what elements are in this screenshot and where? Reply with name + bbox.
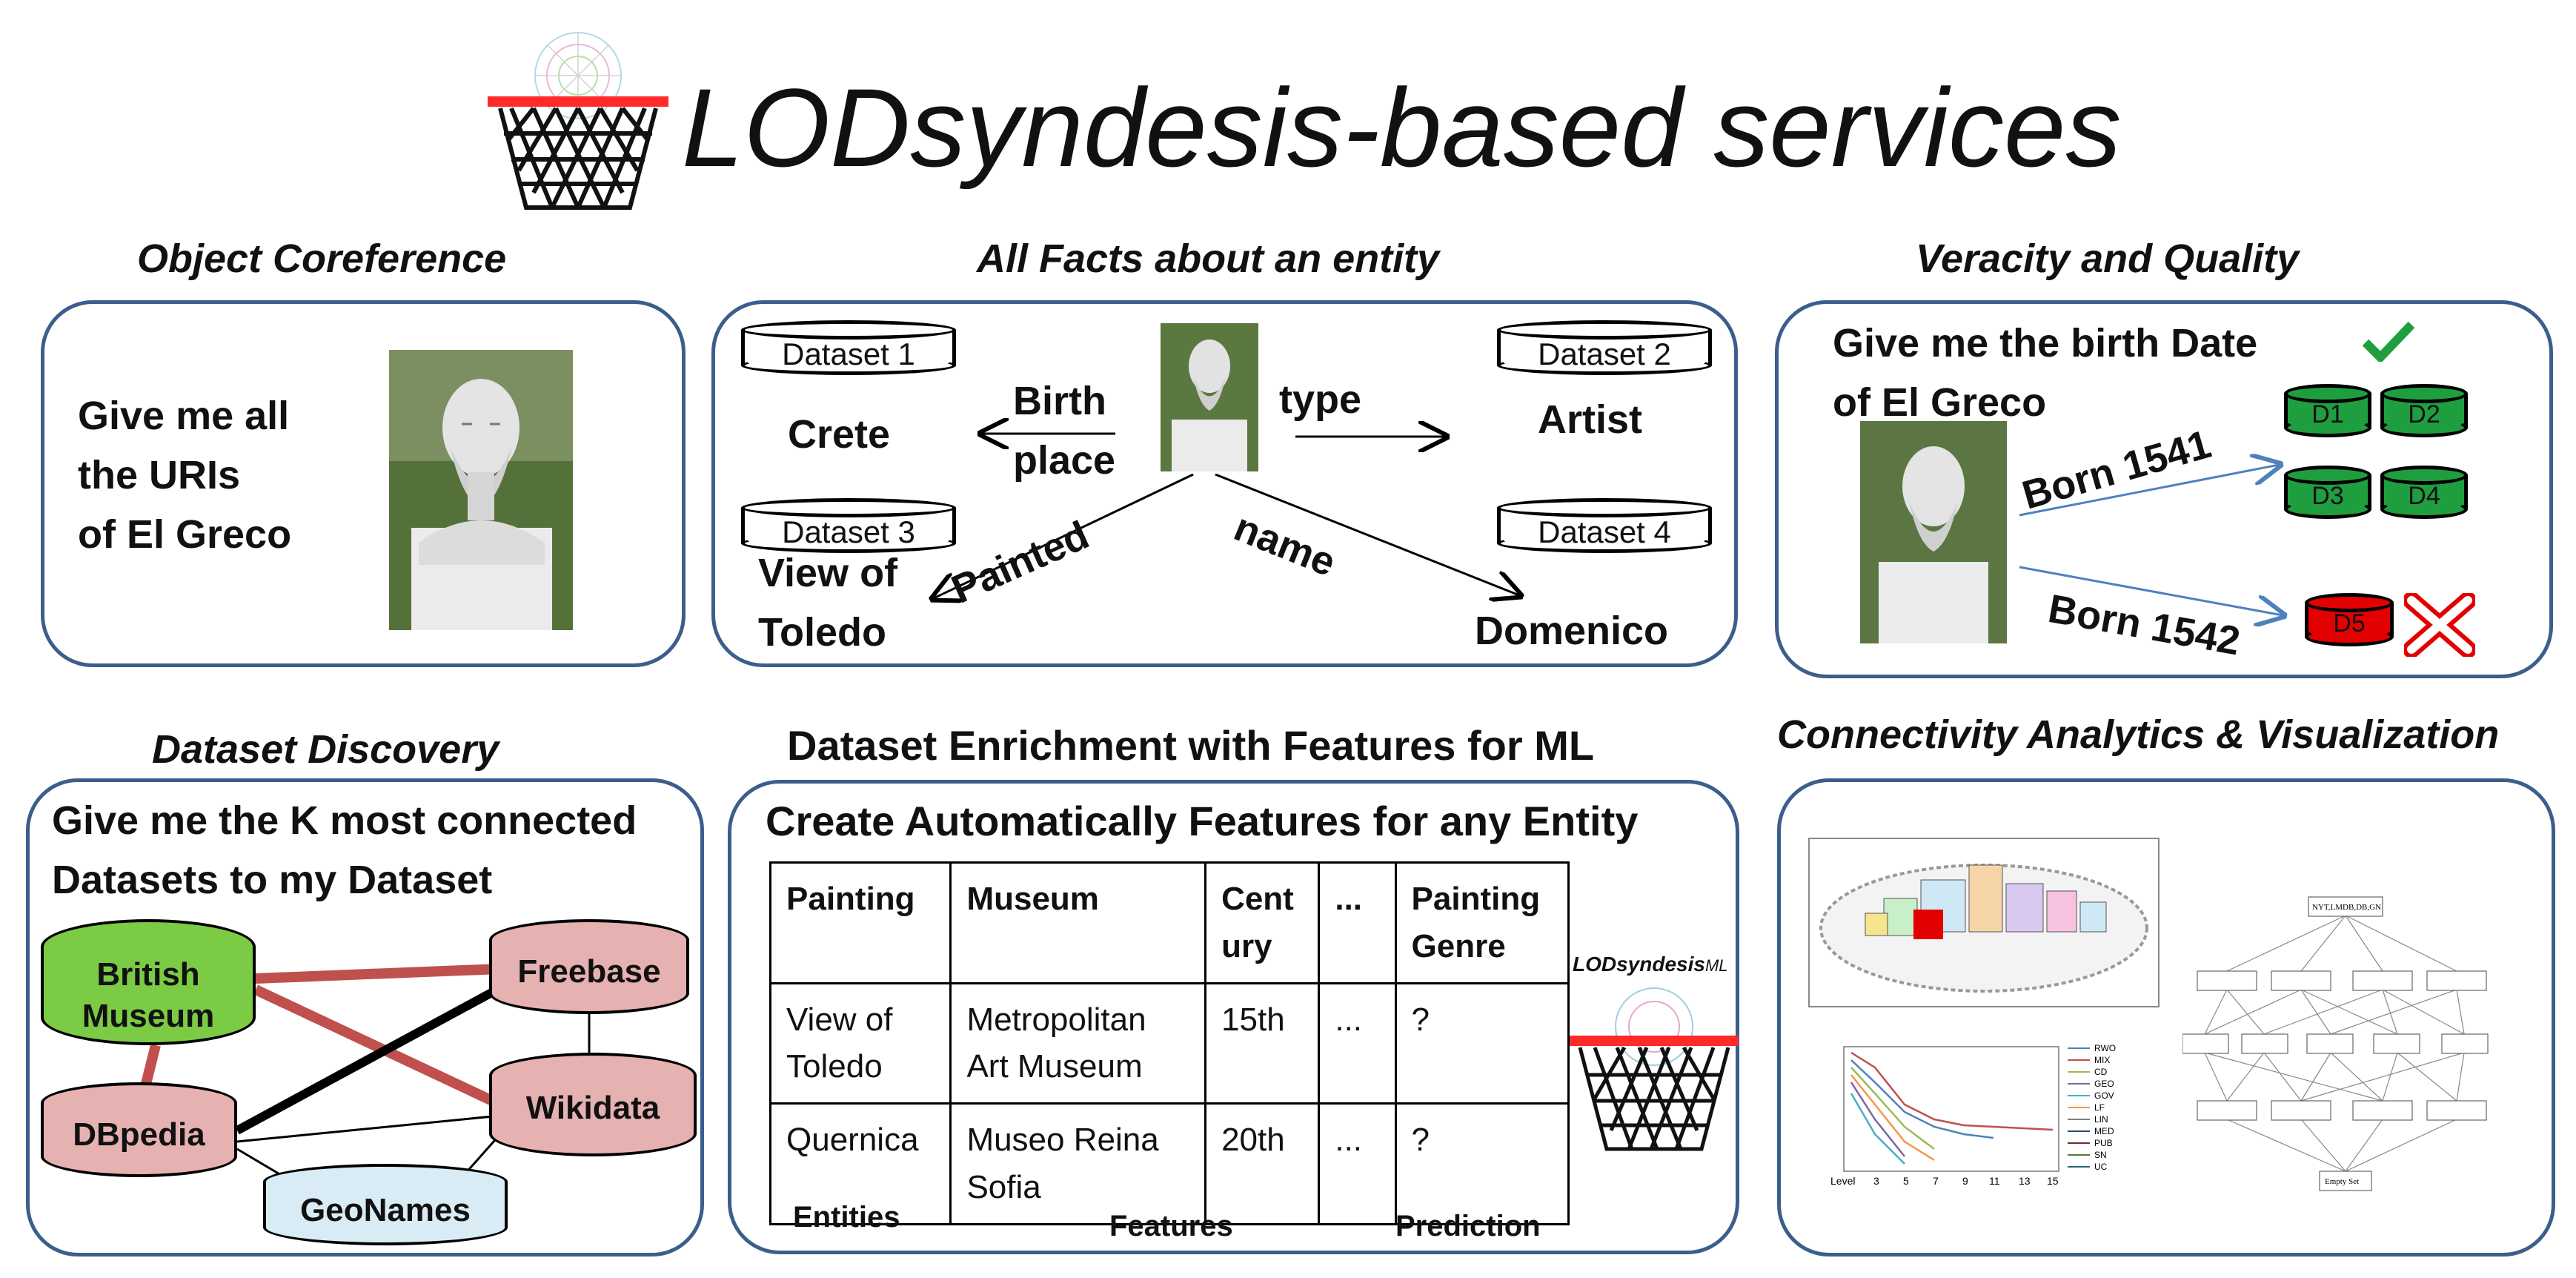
- svg-text:MED: MED: [2094, 1126, 2114, 1136]
- edge-dbpedia-freebase: [235, 981, 506, 1135]
- discovery-query-line2: Datasets to my Dataset: [52, 858, 493, 902]
- svg-text:7: 7: [1933, 1175, 1939, 1187]
- svg-text:5: 5: [1903, 1175, 1909, 1187]
- edge-dbpedia-wikidata: [236, 1114, 501, 1143]
- coreference-query-line2: the URIs: [78, 453, 241, 497]
- value-artist: Artist: [1538, 397, 1643, 442]
- edge-painted: [934, 473, 1194, 598]
- coreference-query-line1: Give me all: [78, 394, 290, 438]
- node-freebase: Freebase: [489, 919, 689, 1014]
- dataset-2-label: Dataset 2: [1538, 337, 1671, 371]
- chart-legend: RWO MIX CD GEO GOV LF LIN MED PUB SN UC: [2094, 1043, 2116, 1172]
- lodsyndesis-ml-logo: LODsyndesisML: [1570, 953, 1739, 1160]
- svg-text:11: 11: [1989, 1175, 2000, 1187]
- entity-bust-image: [1161, 323, 1258, 471]
- logo-hoop-icon: [482, 22, 674, 215]
- source-d2: D2: [2380, 384, 2468, 437]
- edge-british-freebase: [255, 964, 501, 984]
- header-painting: Painting: [769, 861, 952, 984]
- value-crete: Crete: [788, 412, 891, 457]
- dataset-3-label: Dataset 3: [782, 514, 915, 549]
- value-view-of: View of: [758, 551, 898, 595]
- object-coreference-panel: [41, 300, 686, 667]
- claim-arrow-1541: [2019, 465, 2279, 517]
- svg-text:3: 3: [1873, 1175, 1879, 1187]
- svg-text:RWO: RWO: [2094, 1043, 2116, 1053]
- dataset-3-cylinder: Dataset 3: [741, 498, 956, 553]
- lod-cloud-thumbnail: [1808, 838, 2160, 1007]
- dataset-4-label: Dataset 4: [1538, 514, 1671, 549]
- dataset-2-cylinder: Dataset 2: [1497, 320, 1712, 375]
- cross-icon: [2403, 592, 2477, 658]
- footer-prediction: Prediction: [1395, 1210, 1541, 1242]
- dataset-4-cylinder: Dataset 4: [1497, 498, 1712, 553]
- all-facts-title: All Facts about an entity: [977, 236, 1440, 281]
- edge-name: [1215, 473, 1519, 595]
- svg-text:LF: LF: [2094, 1102, 2105, 1113]
- dataset-1-cylinder: Dataset 1: [741, 320, 956, 375]
- svg-text:15: 15: [2047, 1175, 2059, 1187]
- el-greco-bust-image: [389, 350, 573, 630]
- claim-arrow-1542: [2019, 566, 2283, 615]
- source-d5: D5: [2305, 593, 2394, 646]
- page-title: LODsyndesis-based services: [682, 65, 2122, 190]
- edge-label-place: place: [1013, 438, 1116, 483]
- svg-text:UC: UC: [2094, 1162, 2108, 1172]
- footer-entities: Entities: [793, 1201, 900, 1234]
- veracity-query-line2: of El Greco: [1833, 380, 2047, 425]
- veracity-query-line1: Give me the birth Date: [1833, 321, 2258, 365]
- veracity-bust-image: [1860, 421, 2007, 643]
- veracity-arrows: [2019, 300, 2553, 678]
- veracity-title: Veracity and Quality: [1916, 236, 2300, 281]
- value-toledo: Toledo: [758, 610, 886, 655]
- coreference-query-line3: of El Greco: [78, 512, 292, 557]
- svg-text:MIX: MIX: [2094, 1055, 2110, 1065]
- connectivity-title: Connectivity Analytics & Visualization: [1777, 712, 2500, 757]
- footer-features: Features: [1109, 1210, 1233, 1242]
- node-geonames: GeoNames: [263, 1164, 508, 1245]
- check-icon: [2362, 320, 2415, 364]
- svg-text:GEO: GEO: [2094, 1079, 2114, 1089]
- source-d4: D4: [2380, 466, 2468, 519]
- svg-text:LIN: LIN: [2094, 1114, 2108, 1125]
- source-d1: D1: [2284, 384, 2371, 437]
- edge-british-wikidata: [253, 984, 502, 1110]
- node-british-museum: British Museum: [41, 919, 256, 1045]
- lattice-top-node: NYT,LMDB,DB,GN: [2312, 903, 2381, 912]
- svg-text:9: 9: [1962, 1175, 1968, 1187]
- node-dbpedia: DBpedia: [41, 1082, 237, 1177]
- connectivity-line-chart-thumbnail: Level 3 5 7 9 11 13 15 RWO MIX CD GEO GO…: [1830, 1038, 2149, 1193]
- dataset-discovery-title: Dataset Discovery: [152, 727, 499, 772]
- discovery-query-line1: Give me the K most connected: [52, 798, 637, 843]
- node-wikidata: Wikidata: [489, 1053, 697, 1156]
- object-coreference-title: Object Coreference: [137, 236, 507, 281]
- header-ellipsis: ...: [1318, 861, 1397, 984]
- value-domenico: Domenico: [1475, 609, 1669, 653]
- svg-text:13: 13: [2019, 1175, 2031, 1187]
- svg-text:PUB: PUB: [2094, 1138, 2113, 1148]
- lattice-bottom-node: Empty Set: [2325, 1177, 2359, 1186]
- enrichment-subtitle: Create Automatically Features for any En…: [766, 798, 1639, 844]
- edge-label-birth: Birth: [1013, 379, 1106, 423]
- facts-edges: [711, 300, 1738, 667]
- edge-label-type: type: [1279, 377, 1362, 422]
- svg-text:CD: CD: [2094, 1067, 2108, 1077]
- enrichment-title: Dataset Enrichment with Features for ML: [787, 722, 1595, 769]
- svg-text:SN: SN: [2094, 1150, 2107, 1160]
- lattice-thumbnail: NYT,LMDB,DB,GN Empty Set: [2182, 890, 2509, 1223]
- dataset-1-label: Dataset 1: [782, 337, 915, 371]
- svg-text:GOV: GOV: [2094, 1090, 2114, 1101]
- source-d3: D3: [2284, 466, 2371, 519]
- chart-level-label: Level: [1830, 1175, 1855, 1187]
- header-museum: Museum: [949, 861, 1207, 984]
